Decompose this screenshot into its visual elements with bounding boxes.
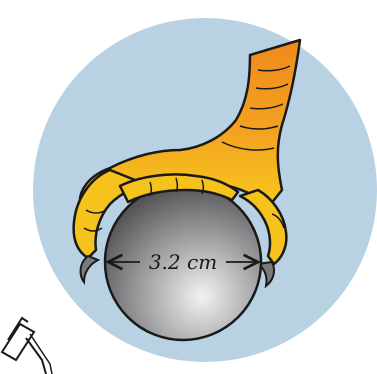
diameter-label: 3.2 cm (149, 250, 217, 274)
pole-icon (2, 318, 52, 374)
